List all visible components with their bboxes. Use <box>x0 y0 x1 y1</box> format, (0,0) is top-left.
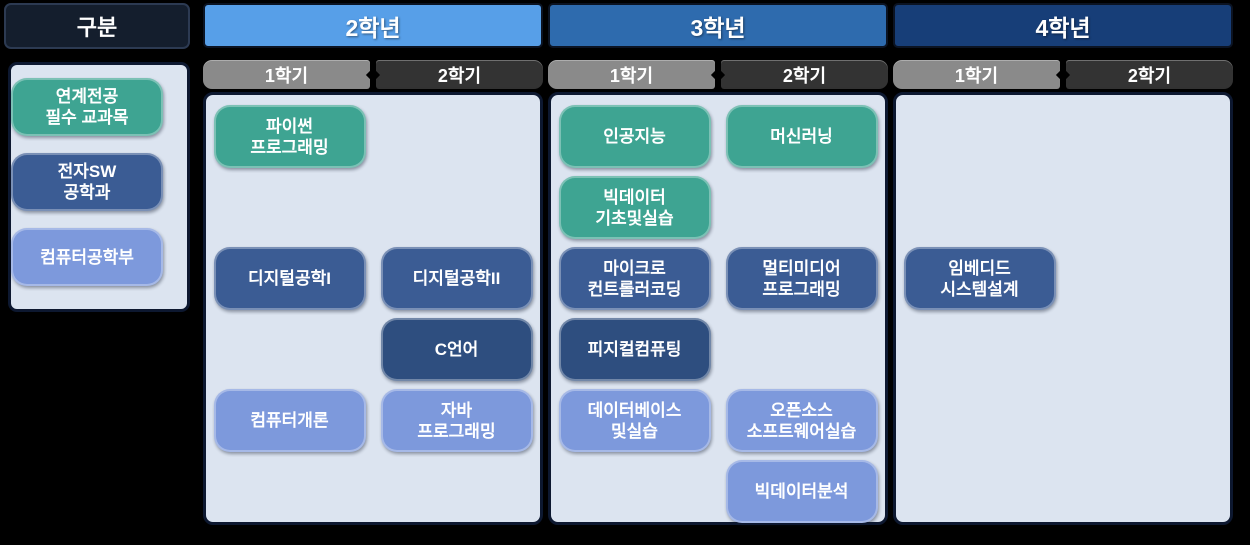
course-card: 멀티미디어 프로그래밍 <box>725 247 878 310</box>
legend-item: 컴퓨터공학부 <box>11 228 163 286</box>
course-card: 디지털공학II <box>380 247 533 310</box>
course-card: 디지털공학I <box>213 247 366 310</box>
year-2-semester-tabs: 1학기 2학기 <box>203 60 543 89</box>
year-3-semester-tabs: 1학기 2학기 <box>548 60 888 89</box>
course-card: 컴퓨터개론 <box>213 389 366 452</box>
course-card: 파이썬 프로그래밍 <box>213 105 366 168</box>
course-card: 오픈소스 소프트웨어실습 <box>725 389 878 452</box>
course-card: 임베디드 시스템설계 <box>903 247 1056 310</box>
year-3-semester-2-tab: 2학기 <box>721 60 888 89</box>
year-3-semester-1-tab: 1학기 <box>548 60 715 89</box>
year-3-header: 3학년 <box>548 3 888 48</box>
year-4-semester-2-tab: 2학기 <box>1066 60 1233 89</box>
course-card: 머신러닝 <box>725 105 878 168</box>
course-card: 빅데이터 기초및실습 <box>558 176 711 239</box>
year-4-column: 4학년 1학기 2학기 임베디드 시스템설계 <box>893 0 1233 545</box>
year-2-semester-1-tab: 1학기 <box>203 60 370 89</box>
year-4-header: 4학년 <box>893 3 1233 48</box>
course-card: 빅데이터분석 <box>725 460 878 523</box>
course-card: 마이크로 컨트롤러코딩 <box>558 247 711 310</box>
year-4-semester-tabs: 1학기 2학기 <box>893 60 1233 89</box>
course-card: 데이터베이스 및실습 <box>558 389 711 452</box>
year-2-header: 2학년 <box>203 3 543 48</box>
year-4-course-panel: 임베디드 시스템설계 <box>893 92 1233 525</box>
legend-item: 연계전공 필수 교과목 <box>11 78 163 136</box>
year-2-semester-2-tab: 2학기 <box>376 60 543 89</box>
course-card: 피지컬컴퓨팅 <box>558 318 711 381</box>
legend-item: 전자SW 공학과 <box>11 153 163 211</box>
legend-header: 구분 <box>4 3 190 49</box>
course-card: 자바 프로그래밍 <box>380 389 533 452</box>
course-card: C언어 <box>380 318 533 381</box>
course-card: 인공지능 <box>558 105 711 168</box>
year-4-semester-1-tab: 1학기 <box>893 60 1060 89</box>
